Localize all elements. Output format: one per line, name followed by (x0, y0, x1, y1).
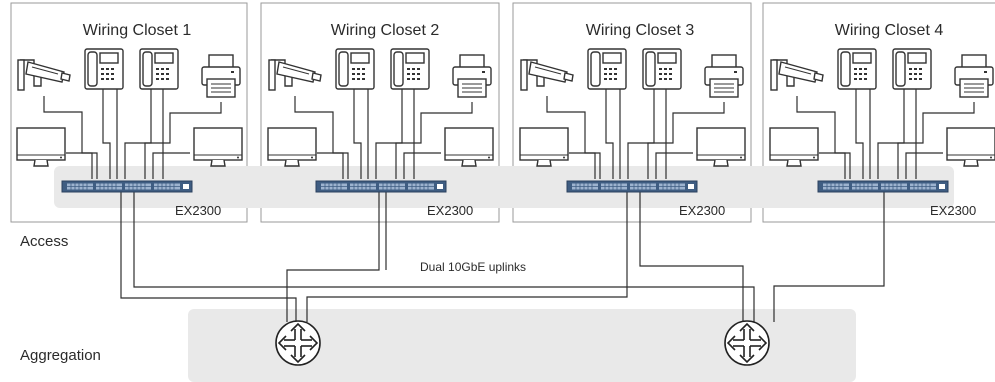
closet-4-wiring (769, 48, 995, 179)
aggregation-band (188, 309, 856, 382)
uplink-label: Dual 10GbE uplinks (420, 260, 526, 274)
closet-1-wiring (16, 48, 243, 179)
switch-model-label-1: EX2300 (175, 203, 221, 218)
access-switch-icon-2 (315, 180, 447, 193)
closet-title-2: Wiring Closet 2 (331, 22, 440, 39)
closet-title-4: Wiring Closet 4 (835, 22, 944, 39)
access-tier-label: Access (20, 233, 68, 250)
closet-title-3: Wiring Closet 3 (586, 22, 695, 39)
aggregation-tier-label: Aggregation (20, 347, 101, 364)
closet-2-wiring (267, 48, 494, 179)
aggregation-router-icon-2 (724, 320, 770, 366)
closet-3-wiring (519, 48, 746, 179)
access-switch-icon-3 (566, 180, 698, 193)
switch-model-label-4: EX2300 (930, 203, 976, 218)
switch-model-label-2: EX2300 (427, 203, 473, 218)
closet-title-1: Wiring Closet 1 (83, 22, 192, 39)
switch-model-label-3: EX2300 (679, 203, 725, 218)
aggregation-router-icon-1 (275, 320, 321, 366)
access-band (54, 166, 954, 208)
access-switch-icon-4 (817, 180, 949, 193)
access-switch-icon-1 (61, 180, 193, 193)
uplink-wires (120, 192, 885, 322)
